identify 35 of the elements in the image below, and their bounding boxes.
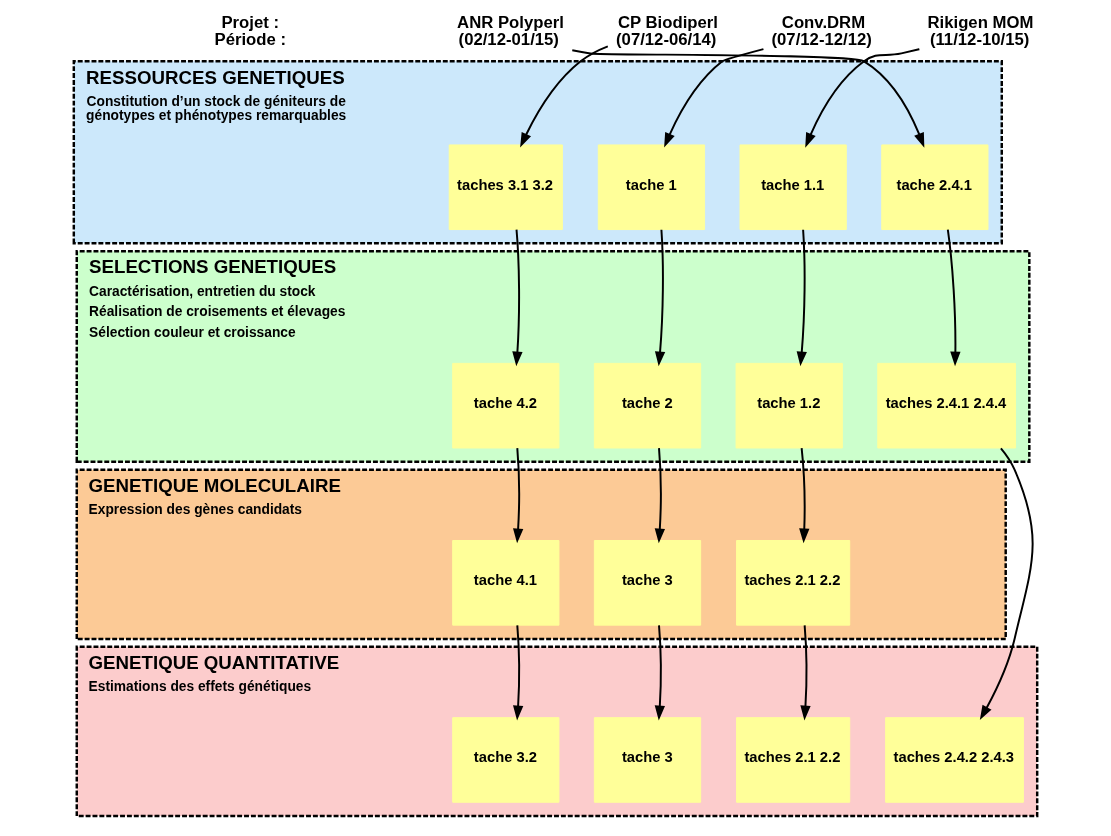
- node-text: Conv.DRM (07/12-12/12): [771, 13, 872, 50]
- arrow: [799, 447, 810, 544]
- node-box: tache 2.4.1: [881, 144, 989, 231]
- node-box: taches 3.1 3.2: [448, 144, 563, 231]
- node-box: tache 1.2: [735, 362, 843, 449]
- node-box: tache 1: [597, 144, 706, 231]
- node-box: taches 2.1 2.2: [736, 717, 851, 803]
- arrow: [796, 228, 807, 367]
- node-box: taches 2.1 2.2: [736, 540, 851, 626]
- node-box: taches 2.4.1 2.4.4: [877, 362, 1017, 449]
- label: Période :: [214, 30, 287, 50]
- arrow: [512, 228, 523, 367]
- arrow: [654, 228, 666, 367]
- arrow: [664, 48, 765, 148]
- label: Projet :: [221, 13, 280, 33]
- node-box: tache 1.1: [739, 144, 847, 231]
- arrow: [520, 45, 609, 148]
- node-text: CP Biodiperl (07/12-06/14): [616, 13, 719, 50]
- node-box: tache 3.2: [452, 717, 560, 803]
- arrow: [805, 48, 921, 148]
- node-text: ANR Polyperl (02/12-01/15): [457, 13, 564, 50]
- node-box: taches 2.4.2 2.4.3: [885, 717, 1024, 803]
- arrow: [654, 447, 666, 544]
- arrow: [654, 624, 666, 721]
- node-box: tache 4.1: [452, 540, 560, 626]
- arrow: [800, 624, 811, 721]
- arrow: [513, 447, 524, 544]
- arrow: [946, 228, 961, 367]
- node-text: Rikigen MOM (11/12-10/15): [927, 13, 1034, 50]
- node-box: tache 4.2: [452, 362, 560, 449]
- arrow: [571, 49, 925, 148]
- node-box: tache 3: [593, 540, 702, 626]
- node-box: tache 3: [593, 717, 702, 803]
- arrow: [513, 624, 524, 721]
- node-box: tache 2: [593, 362, 702, 449]
